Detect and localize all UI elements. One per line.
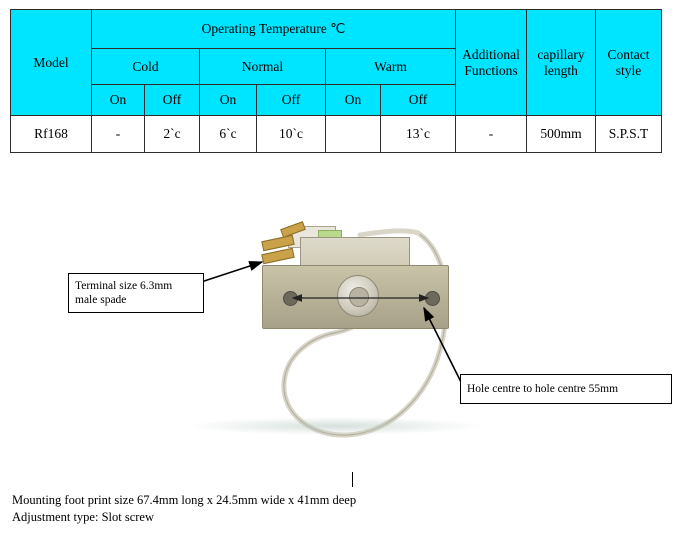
header-cold-on: On <box>91 84 145 116</box>
header-cold: Cold <box>91 48 200 85</box>
mounting-hole-right <box>425 291 440 306</box>
cell-warm-on <box>325 115 381 153</box>
product-photo <box>0 205 678 455</box>
text-cursor <box>352 472 353 487</box>
footnotes: Mounting foot print size 67.4mm long x 2… <box>12 492 356 526</box>
header-warm: Warm <box>325 48 456 85</box>
cell-capillary-length: 500mm <box>526 115 596 153</box>
table-header-row-2: Cold Normal Warm <box>11 48 662 85</box>
callout-terminal-size: Terminal size 6.3mm male spade <box>68 273 204 313</box>
header-normal: Normal <box>199 48 326 85</box>
header-additional-functions: Additional Functions <box>455 9 527 116</box>
header-warm-off: Off <box>380 84 456 116</box>
slot-screw-icon <box>349 287 369 307</box>
header-capillary-length: capillary length <box>526 9 596 116</box>
header-model: Model <box>10 9 92 116</box>
cell-cold-off: 2`c <box>144 115 200 153</box>
header-normal-off: Off <box>256 84 326 116</box>
header-operating-temperature: Operating Temperature ℃ <box>91 9 456 49</box>
adjustment-knob <box>337 275 379 317</box>
cell-cold-on: - <box>91 115 145 153</box>
mounting-hole-left <box>283 291 298 306</box>
photo-shadow <box>185 417 485 435</box>
table-header-row-1: Model Operating Temperature ℃ Additional… <box>10 9 662 116</box>
header-warm-on: On <box>325 84 381 116</box>
header-normal-on: On <box>199 84 257 116</box>
footnote-mounting-footprint: Mounting foot print size 67.4mm long x 2… <box>12 493 357 507</box>
table-row: Rf168 - 2`c 6`c 10`c 13`c - 500mm S.P.S.… <box>10 115 662 153</box>
header-cold-off: Off <box>144 84 200 116</box>
cell-contact-style: S.P.S.T <box>595 115 662 153</box>
header-contact-style: Contact style <box>595 9 662 116</box>
footnote-adjustment-type: Adjustment type: Slot screw <box>12 510 154 524</box>
cell-normal-off: 10`c <box>256 115 326 153</box>
cell-model: Rf168 <box>10 115 92 153</box>
cell-normal-on: 6`c <box>199 115 257 153</box>
cell-warm-off: 13`c <box>380 115 456 153</box>
table-header-row-3: On Off On Off On Off <box>11 84 662 116</box>
cell-additional-functions: - <box>455 115 527 153</box>
callout-hole-centres: Hole centre to hole centre 55mm <box>460 374 672 404</box>
specification-table: Model Operating Temperature ℃ Additional… <box>10 9 662 153</box>
